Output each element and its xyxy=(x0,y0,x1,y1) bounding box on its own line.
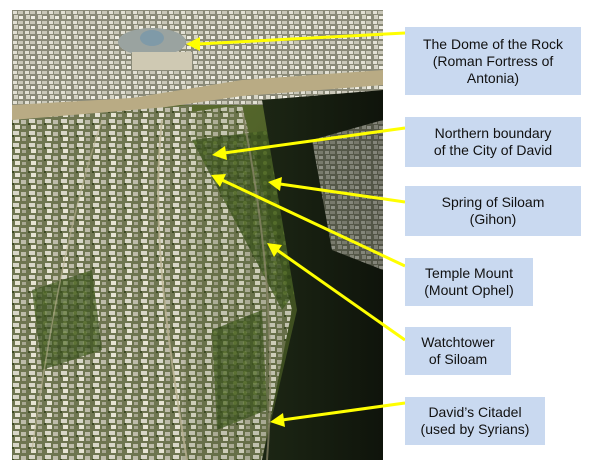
aerial-photo-illustration xyxy=(12,10,383,460)
label-line: (used by Syrians) xyxy=(420,421,530,437)
label-dome-of-the-rock: The Dome of the Rock (Roman Fortress of … xyxy=(405,27,581,95)
label-line: of the City of David xyxy=(433,142,553,158)
label-line: (Mount Ophel) xyxy=(424,282,514,298)
label-line: David’s Citadel xyxy=(428,404,522,420)
label-northern-boundary: Northern boundary of the City of David xyxy=(405,117,581,167)
aerial-photo xyxy=(12,10,383,460)
label-line: of Siloam xyxy=(428,351,488,367)
label-line: The Dome of the Rock xyxy=(422,35,564,52)
label-temple-mount: Temple Mount (Mount Ophel) xyxy=(405,258,533,306)
label-line: (Roman Fortress of xyxy=(432,52,554,69)
label-davids-citadel: David’s Citadel (used by Syrians) xyxy=(405,397,545,445)
label-line: Antonia) xyxy=(466,69,520,86)
label-line: Northern boundary xyxy=(434,125,552,141)
label-spring-of-siloam: Spring of Siloam (Gihon) xyxy=(405,186,581,236)
label-line: Spring of Siloam xyxy=(441,194,545,210)
label-line: Watchtower xyxy=(421,334,495,350)
label-watchtower-of-siloam: Watchtower of Siloam xyxy=(405,327,511,375)
label-line: Temple Mount xyxy=(425,265,513,281)
label-line: (Gihon) xyxy=(469,211,517,227)
